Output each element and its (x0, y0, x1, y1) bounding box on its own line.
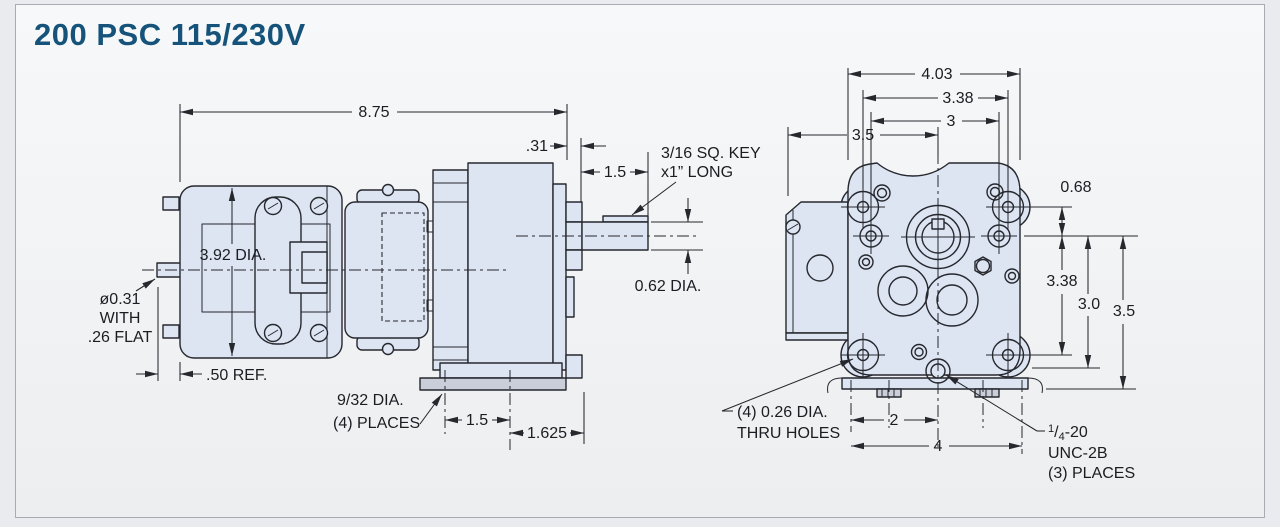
note-text: ø0.31 (100, 291, 141, 308)
dim-text: 8.75 (358, 104, 389, 121)
note-text: .26 FLAT (88, 329, 153, 346)
terminal-box-top-bolt (381, 183, 395, 197)
rear-bolt-top (162, 196, 180, 211)
bracket-curl-left (827, 377, 843, 394)
dim-text: 3.38 (1046, 273, 1077, 290)
dim-text: 2 (890, 412, 899, 429)
flange-rib (565, 276, 575, 318)
dim-text: 3.5 (852, 127, 874, 144)
leader-line (419, 393, 443, 425)
fraction-numerator: 1 (1048, 423, 1054, 435)
dim-text: 3.5 (1113, 303, 1135, 320)
dim-text: .31 (526, 138, 548, 155)
note-text: UNC-2B (1048, 445, 1108, 462)
leader-line (721, 358, 854, 412)
dim-base-to-face: 1.625 (510, 392, 585, 444)
dim-base-spacing: 1.5 (444, 370, 511, 450)
gearbox-face (847, 162, 1021, 376)
flange-ear-top (565, 201, 583, 223)
dim-motor-dia: 3.92 DIA. (200, 188, 267, 356)
gearbox-flange (552, 183, 567, 371)
strap-screws (263, 196, 329, 343)
dim-width: 4.03 (847, 66, 1021, 160)
shaft-key (602, 215, 649, 223)
dim-face-to-center: 3.5 (787, 127, 939, 196)
mounting-bracket (827, 358, 1043, 398)
front-view-dimensions: 4.03 3.38 3 3.5 0.68 (721, 66, 1138, 482)
note-thru-holes: (4) 0.26 DIA. THRU HOLES (721, 358, 854, 442)
note-text: 3/16 SQ. KEY (661, 145, 761, 162)
dim-rear-ref: .50 REF. (136, 287, 267, 384)
conduit-hole (806, 254, 834, 282)
note-text: (4) 0.26 DIA. (737, 404, 828, 421)
page-title: 200 PSC 115/230V (34, 17, 306, 52)
bracket-strip (841, 377, 1029, 390)
fraction-denominator: 4 (1059, 431, 1065, 443)
dim-inner-span-h: 3 (870, 112, 1000, 222)
hex-plug (974, 256, 992, 276)
note-text: x1” LONG (661, 164, 733, 181)
shaft-hub-step2 (301, 251, 328, 284)
dim-slot-to-center: 2 (850, 380, 1023, 454)
front-view (785, 152, 1043, 448)
dim-text: 4 (934, 438, 943, 455)
dim-shaft-dia: 0.62 DIA. (635, 198, 703, 295)
note-base-holes: 9/32 DIA. (4) PLACES (333, 392, 443, 432)
note-text: (4) PLACES (333, 415, 420, 432)
note-text: 9/32 DIA. (337, 392, 404, 409)
dim-center-to-base: 3.0 (1032, 236, 1100, 369)
inner-bolt-bosses (853, 218, 1017, 254)
dim-text: 3.38 (942, 90, 973, 107)
leader-line (945, 374, 1038, 432)
base-plate (419, 377, 567, 391)
dim-text: 0.62 DIA. (635, 278, 702, 295)
note-rear-shaft: ø0.31 WITH .26 FLAT (88, 278, 156, 346)
dim-slot-span: 4 (851, 438, 1022, 455)
side-view (142, 162, 700, 391)
small-holes (858, 183, 1020, 361)
dim-hole-span-v: 3.38 (1026, 236, 1078, 356)
gear-bosses (877, 265, 979, 327)
rear-bolt-bottom (162, 324, 180, 339)
bracket-curl-right (1027, 377, 1043, 394)
dim-hole-span-h: 3.38 (862, 90, 1009, 188)
note-text: WITH (100, 310, 141, 327)
base-bracket (439, 362, 563, 379)
leader-line (631, 181, 677, 216)
dim-text: .50 REF. (206, 367, 267, 384)
dim-text: 3.92 DIA. (200, 247, 267, 264)
dim-text: 3.0 (1078, 296, 1100, 313)
note-tap: 1/4-20 UNC-2B (3) PLACES (945, 374, 1135, 482)
note-text: THRU HOLES (737, 425, 840, 442)
flange-ear-bottom (565, 354, 583, 379)
dim-text: 3 (947, 113, 956, 130)
corner-holes (841, 185, 1030, 377)
dim-overall-length: 8.75 (179, 104, 568, 182)
flange-ear-mid (565, 249, 583, 271)
note-text: (3) PLACES (1048, 465, 1135, 482)
leader-line (135, 278, 156, 292)
terminal-box-cover-dashed (381, 212, 425, 322)
note-square-key: 3/16 SQ. KEY x1” LONG (631, 145, 761, 216)
note-text: 1/4-20 (1048, 423, 1088, 443)
dim-text: 4.03 (921, 66, 952, 83)
dim-text: 1.5 (604, 164, 626, 181)
dim-text: 1.5 (466, 412, 488, 429)
side-view-dimensions: 8.75 .31 1.5 3/16 SQ. KEY x1” LONG 0.62 (88, 104, 761, 450)
bracket-foot (974, 388, 1000, 398)
motor-end-plate-lip (785, 332, 849, 341)
dim-hole-offset-v: 0.68 (1024, 179, 1138, 237)
terminal-box-bottom-bolt (381, 342, 395, 356)
dim-text: 1.625 (527, 425, 567, 442)
dim-center-to-mount: 3.5 (1046, 236, 1136, 390)
dim-text: 0.68 (1060, 179, 1091, 196)
dim-shaft-length: 1.5 (581, 152, 649, 216)
